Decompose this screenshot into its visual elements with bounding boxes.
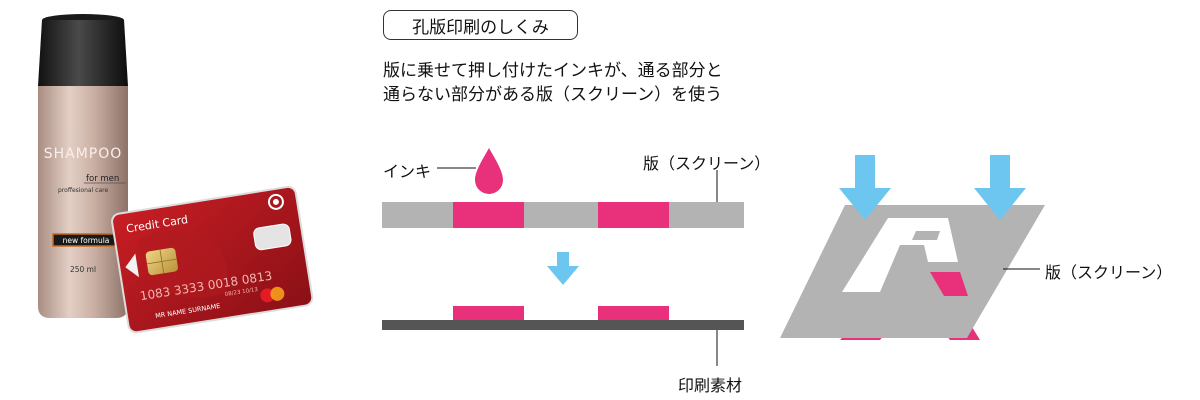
ink-drop-icon: [475, 148, 503, 194]
bottle-line2: proffesional care: [58, 187, 108, 194]
stencil-letter-a: [842, 218, 968, 296]
ink-label: インキ: [383, 162, 432, 181]
substrate-bar: [382, 320, 744, 330]
printed-ink-1: [453, 306, 524, 320]
bottle-badge-text: new formula: [63, 236, 110, 245]
pressure-arrow-left-icon: [839, 155, 891, 220]
description-line-1: 版に乗せて押し付けたインキが、通る部分と: [383, 61, 723, 81]
card-hologram-icon: [253, 223, 292, 251]
printed-ink-2: [598, 306, 669, 320]
bottle-line1: for men: [86, 174, 119, 184]
substrate-label: 印刷素材: [678, 376, 743, 395]
credit-card: Credit Card 1083 3333 0018 0813 08/23 10…: [111, 185, 314, 334]
bottle-brand: SHAMPOO: [44, 146, 123, 162]
card-arrow-icon: [125, 253, 140, 278]
pressure-arrow-right-icon: [974, 155, 1026, 220]
description-line-2: 通らない部分がある版（スクリーン）を使う: [383, 85, 723, 105]
screen-bar: [382, 202, 744, 228]
card-logo-icon: [267, 193, 284, 210]
screen-ink-1: [453, 202, 524, 228]
card-expiry: 08/23 10/13: [224, 287, 258, 298]
bottle-volume: 250 ml: [70, 265, 96, 274]
screen-perspective: [780, 205, 1045, 338]
screen-right-label: 版（スクリーン）: [1045, 263, 1173, 282]
screen-label: 版（スクリーン）: [643, 154, 771, 173]
down-arrow-icon: [547, 252, 579, 285]
shampoo-bottle: SHAMPOO for men proffesional care new fo…: [38, 14, 128, 318]
screen-ink-2: [598, 202, 669, 228]
diagram-title: 孔版印刷のしくみ: [383, 10, 578, 40]
